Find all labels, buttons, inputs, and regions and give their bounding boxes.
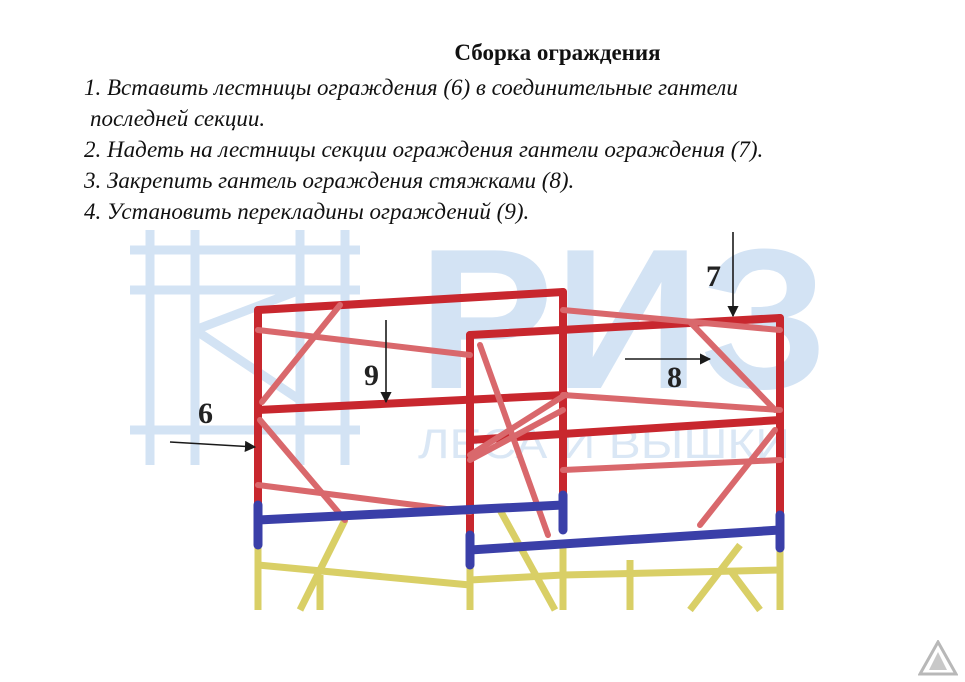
callout-label-7: 7: [706, 260, 721, 293]
watermark-scaffold-icon: [130, 230, 360, 465]
callout-label-9: 9: [364, 359, 379, 392]
lower-yellow-frames: [254, 508, 784, 613]
callout-label-8: 8: [667, 361, 682, 394]
corner-logo-icon: [918, 640, 958, 676]
page-title: Сборка ограждения: [454, 40, 661, 65]
step-1: 1. Вставить лестницы ограждения (6) в со…: [84, 75, 738, 100]
assembly-steps: 1. Вставить лестницы ограждения (6) в со…: [84, 72, 944, 227]
callout-label-6: 6: [198, 397, 213, 430]
arrow-6: [169, 440, 257, 452]
blue-couplers: [253, 490, 785, 570]
step-2: 2. Надеть на лестницы секции ограждения …: [84, 137, 764, 162]
step-3: 3. Закрепить гантель ограждения стяжками…: [84, 168, 575, 193]
step-4: 4. Установить перекладины ограждений (9)…: [84, 199, 530, 224]
step-1-continuation: последней секции.: [90, 106, 266, 131]
callout-arrows: [169, 232, 739, 452]
